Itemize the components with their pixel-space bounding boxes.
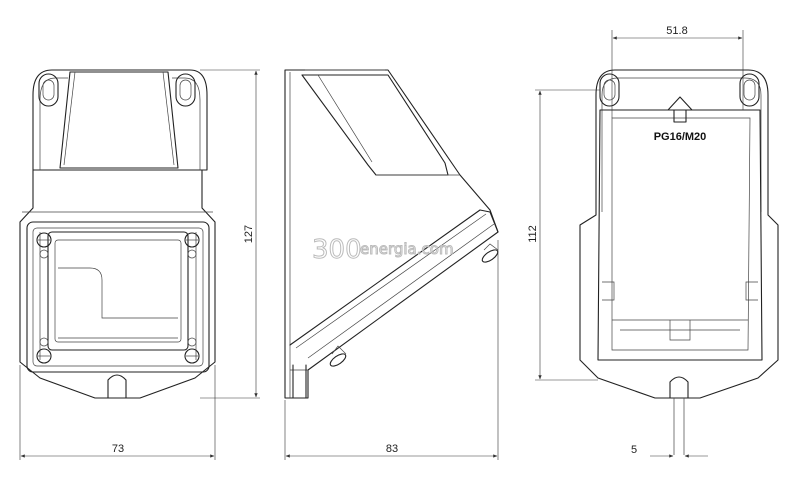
screw-top-right xyxy=(184,232,200,248)
mounting-hole-left xyxy=(38,73,59,107)
watermark-number: 300 xyxy=(312,235,362,265)
watermark-logo: 300 energia.com xyxy=(312,235,455,266)
dimension-back-inner-width: 51.8 xyxy=(611,25,744,118)
back-view: PG16/M20 xyxy=(579,69,779,455)
screw-top-left xyxy=(36,232,52,248)
side-view xyxy=(284,69,499,399)
dimension-label-front-width: 73 xyxy=(112,443,124,455)
dimension-side-depth: 83 xyxy=(284,240,499,460)
watermark-word: energia.com xyxy=(360,240,454,258)
dimension-label-back-slot: 5 xyxy=(631,444,637,456)
dimension-front-height: 127 xyxy=(200,69,260,399)
back-mounting-hole-right xyxy=(739,73,760,107)
side-screw-lower xyxy=(329,345,347,367)
dimension-label-back-height: 112 xyxy=(527,225,539,243)
dimension-back-height: 112 xyxy=(527,89,600,381)
screw-bottom-right xyxy=(184,348,200,364)
dimension-label-front-height: 127 xyxy=(243,225,255,243)
cable-entry-arrow-icon xyxy=(667,96,693,123)
dimension-label-side-depth: 83 xyxy=(386,443,398,455)
back-mounting-hole-left xyxy=(599,73,620,107)
side-screw-upper xyxy=(481,243,499,263)
dimension-label-back-inner-width: 51.8 xyxy=(666,25,687,37)
mounting-hole-right xyxy=(175,73,196,107)
screw-bottom-left xyxy=(36,348,52,364)
dimension-front-width: 73 xyxy=(19,365,216,460)
dimension-back-slot: 5 xyxy=(631,444,708,458)
front-view xyxy=(19,69,216,399)
cable-entry-label: PG16/M20 xyxy=(654,131,707,143)
